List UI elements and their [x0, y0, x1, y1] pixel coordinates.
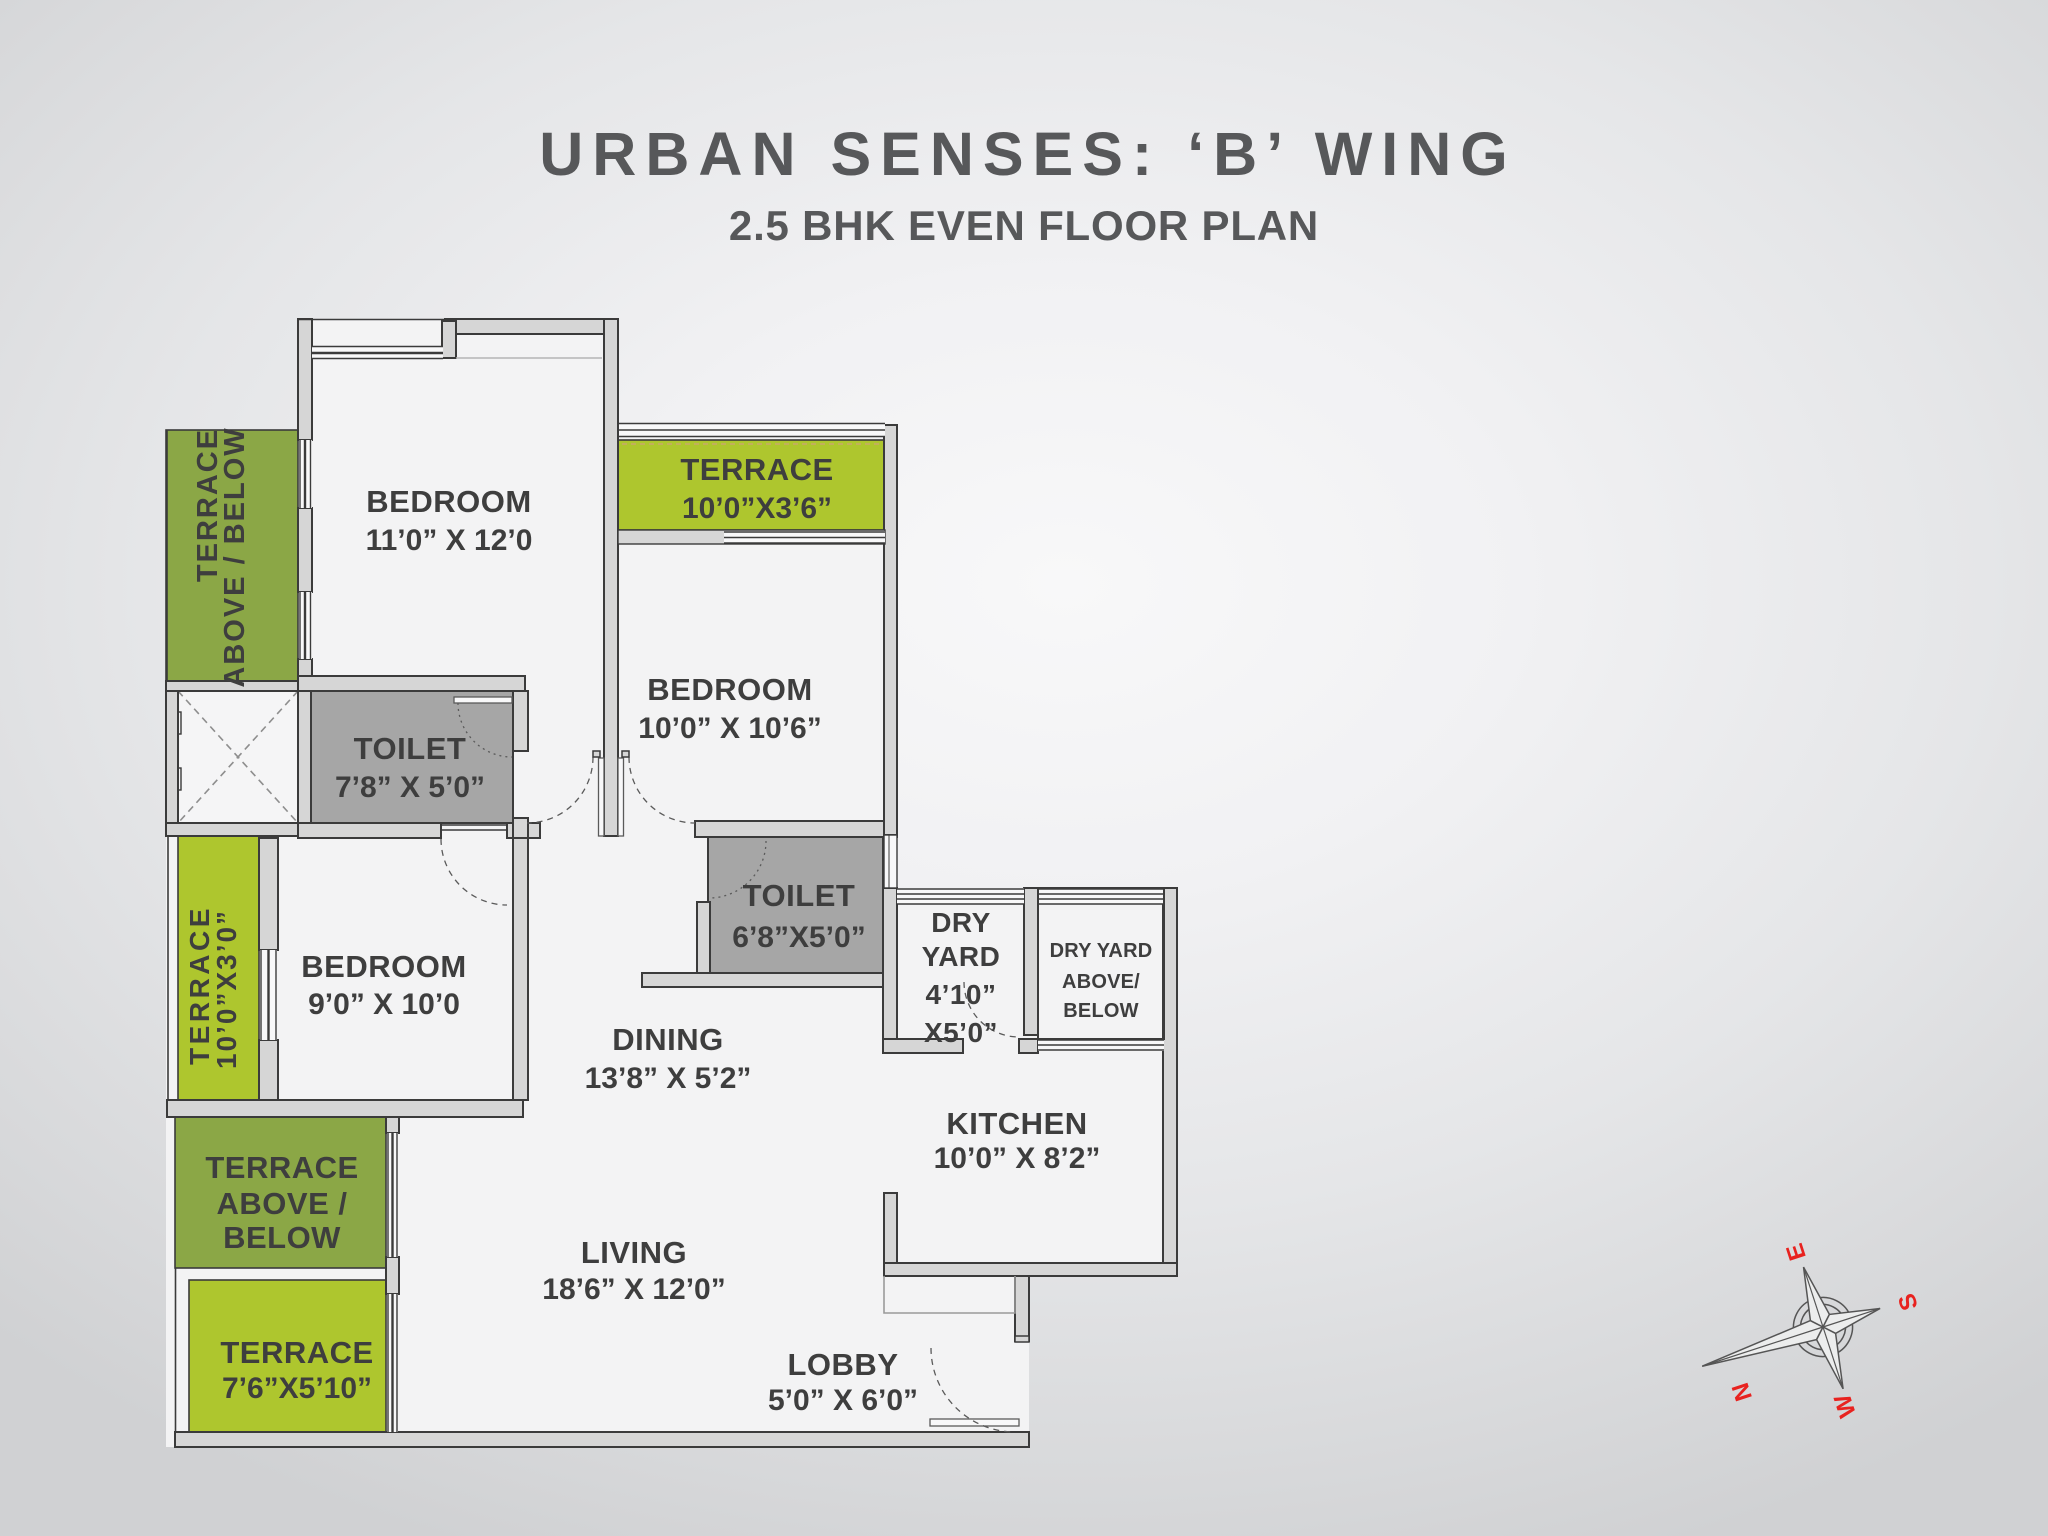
svg-text:BELOW: BELOW — [223, 1220, 341, 1255]
svg-text:10’0” X 10’6”: 10’0” X 10’6” — [638, 712, 821, 745]
svg-text:ABOVE /: ABOVE / — [217, 1186, 348, 1221]
svg-text:TOILET: TOILET — [354, 731, 467, 766]
svg-text:TERRACE: TERRACE — [680, 452, 833, 487]
svg-text:9’0” X 10’0: 9’0” X 10’0 — [308, 988, 460, 1021]
svg-text:ABOVE/: ABOVE/ — [1062, 971, 1140, 993]
svg-text:TERRACE: TERRACE — [192, 428, 224, 582]
svg-text:URBAN SENSES: ‘B’ WING: URBAN SENSES: ‘B’ WING — [539, 120, 1517, 188]
svg-text:X5’0”: X5’0” — [924, 1017, 998, 1048]
svg-text:S: S — [1893, 1290, 1924, 1314]
svg-text:DRY: DRY — [931, 907, 991, 938]
svg-text:2.5 BHK EVEN FLOOR PLAN: 2.5 BHK EVEN FLOOR PLAN — [729, 202, 1319, 249]
svg-text:YARD: YARD — [922, 941, 1001, 972]
svg-text:10’0” X 8’2”: 10’0” X 8’2” — [934, 1142, 1101, 1175]
svg-text:7’8” X 5’0”: 7’8” X 5’0” — [335, 771, 485, 804]
svg-text:KITCHEN: KITCHEN — [946, 1106, 1087, 1141]
svg-text:7’6”X5’10”: 7’6”X5’10” — [222, 1372, 372, 1405]
svg-text:ABOVE / BELOW: ABOVE / BELOW — [219, 426, 251, 687]
svg-text:13’8” X 5’2”: 13’8” X 5’2” — [585, 1062, 752, 1095]
svg-text:10’0”X3’0”: 10’0”X3’0” — [211, 909, 242, 1069]
svg-text:10’0”X3’6”: 10’0”X3’6” — [682, 492, 832, 525]
svg-text:TOILET: TOILET — [743, 878, 856, 913]
svg-text:E: E — [1781, 1240, 1812, 1264]
svg-text:5’0” X 6’0”: 5’0” X 6’0” — [768, 1384, 918, 1417]
svg-text:LIVING: LIVING — [581, 1235, 687, 1270]
svg-text:4’10”: 4’10” — [926, 979, 997, 1010]
svg-text:TERRACE: TERRACE — [220, 1335, 373, 1370]
svg-text:W: W — [1829, 1391, 1862, 1421]
svg-text:TERRACE: TERRACE — [184, 905, 215, 1065]
svg-text:BEDROOM: BEDROOM — [647, 672, 812, 707]
svg-text:11’0” X 12’0: 11’0” X 12’0 — [366, 524, 533, 557]
svg-text:BEDROOM: BEDROOM — [366, 484, 531, 519]
svg-text:DINING: DINING — [612, 1022, 724, 1057]
svg-text:BEDROOM: BEDROOM — [301, 949, 466, 984]
svg-text:TERRACE: TERRACE — [205, 1150, 358, 1185]
svg-text:BELOW: BELOW — [1063, 1000, 1138, 1022]
svg-text:DRY YARD: DRY YARD — [1050, 940, 1153, 962]
svg-text:18’6” X 12’0”: 18’6” X 12’0” — [542, 1273, 725, 1306]
svg-text:N: N — [1727, 1379, 1758, 1404]
svg-text:LOBBY: LOBBY — [788, 1347, 899, 1382]
svg-text:6’8”X5’0”: 6’8”X5’0” — [732, 921, 865, 954]
